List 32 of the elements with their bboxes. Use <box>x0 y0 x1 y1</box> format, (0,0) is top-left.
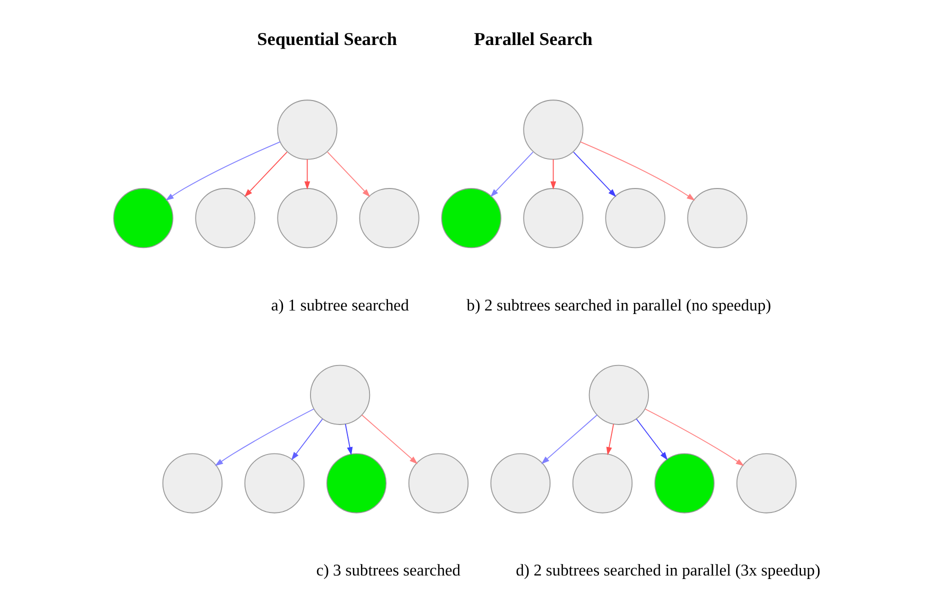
node-circle <box>588 364 649 425</box>
label: b) 2 subtrees searched in parallel (no speedup) <box>466 296 772 315</box>
arrow <box>291 418 323 460</box>
arrow <box>166 141 281 201</box>
arrow <box>327 152 370 198</box>
arrow <box>490 152 534 198</box>
arrow <box>636 418 668 460</box>
arrow <box>573 152 616 198</box>
label: a) 1 subtree searched <box>271 296 410 315</box>
node-circle <box>523 188 584 248</box>
arrow <box>606 424 614 456</box>
arrow <box>361 414 418 464</box>
label: Sequential Search <box>257 29 398 49</box>
node-circle <box>654 453 715 514</box>
arrow <box>580 141 696 201</box>
arrow <box>541 414 598 464</box>
arrow <box>644 408 744 466</box>
arrow <box>304 159 310 190</box>
arrow <box>550 159 556 190</box>
label: d) 2 subtrees searched in parallel (3x speedup) <box>516 560 820 580</box>
label: c) 3 subtrees searched <box>316 560 460 580</box>
node-circle <box>277 188 338 248</box>
node-circle <box>523 100 584 160</box>
arrow <box>214 408 314 466</box>
node-circle <box>277 100 338 160</box>
node-circle <box>244 453 305 514</box>
arrow <box>344 424 353 456</box>
arrow <box>244 152 288 198</box>
node-circle <box>326 453 387 514</box>
node-circle <box>572 453 633 514</box>
label: Parallel Search <box>474 29 593 49</box>
node-circle <box>310 364 370 425</box>
